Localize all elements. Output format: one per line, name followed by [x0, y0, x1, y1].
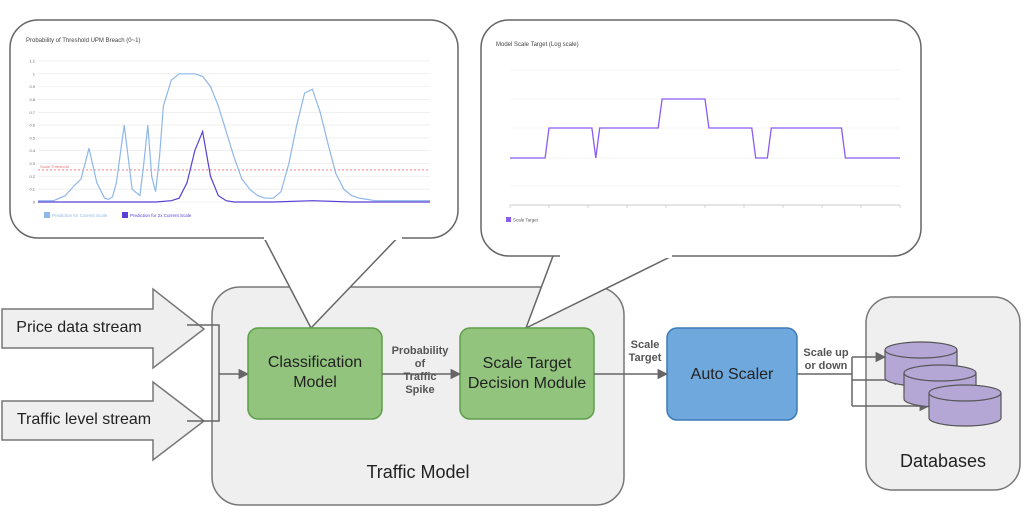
chart1-title: Probability of Threshold UPM Breach (0~1… — [26, 38, 140, 44]
classification-label: Classification Model — [267, 354, 363, 391]
chart1-y-ticks: 0 0.1 0.2 0.3 0.4 0.5 0.6 0.7 0.8 0.9 1 1.1 — [29, 59, 35, 205]
probability-chart: Probability of Threshold UPM Breach (0~1… — [26, 38, 430, 218]
callout-bubble-right — [480, 19, 922, 257]
edge-prob-line-4: Spike — [405, 384, 435, 396]
legend-swatch-current — [44, 212, 50, 218]
legend-swatch-scale-target — [506, 217, 511, 222]
edge-prob-line-1: Probability — [391, 345, 449, 357]
decision-label: Scale Target Decision Module — [467, 355, 587, 392]
scale-target-chart: Model Scale Target (Log scale) Scale Tar… — [496, 42, 901, 223]
threshold-label: Scale Threshold — [40, 164, 69, 169]
traffic-stream-label: Traffic level stream — [16, 411, 152, 428]
edge-scaleup-line-2: or down — [804, 360, 848, 372]
edge-scale-line-2: Target — [628, 352, 662, 364]
chart1-y-tick-label: 1.1 — [29, 59, 35, 64]
chart1-y-tick-label: 0.9 — [29, 84, 35, 89]
price-stream-label: Price data stream — [16, 319, 142, 336]
chart1-y-tick-label: 0.2 — [29, 174, 35, 179]
edge-prob-line-3: Traffic — [403, 371, 437, 383]
chart1-gridlines — [38, 60, 430, 203]
databases-title: Databases — [899, 450, 987, 471]
chart1-y-tick-label: 0.4 — [29, 148, 35, 153]
legend-label-2x: Prediction for 2x Current Scale — [130, 213, 192, 218]
chart1-y-tick-label: 0.5 — [29, 135, 35, 140]
legend-label-current: Prediction for Current Scale — [52, 213, 108, 218]
callout-bubble-left — [9, 19, 459, 239]
chart1-y-tick-label: 0 — [33, 200, 36, 205]
chart1-y-tick-label: 0.7 — [29, 110, 35, 115]
chart1-y-tick-label: 1 — [33, 71, 36, 76]
series-scale-target-line — [510, 98, 900, 159]
chart1-y-tick-label: 0.1 — [29, 187, 35, 192]
traffic-model-title: Traffic Model — [366, 461, 470, 482]
chart1-y-tick-label: 0.3 — [29, 161, 35, 166]
edge-prob-line-2: of — [414, 358, 426, 370]
edge-label-scale-up: Scale up or down — [798, 347, 854, 373]
price-stream-arrow — [1, 287, 206, 370]
chart2-gridlines — [509, 69, 901, 208]
legend-swatch-2x — [122, 212, 128, 218]
series-2x-scale-line — [38, 129, 430, 203]
edge-label-probability: Probability of Traffic Spike — [383, 345, 457, 397]
edge-scaleup-line-1: Scale up — [803, 347, 849, 359]
legend-label-scale-target: Scale Target — [513, 218, 539, 223]
edge-label-scale-target: Scale Target — [620, 339, 670, 365]
chart2-title: Model Scale Target (Log scale) — [496, 42, 579, 48]
edge-scale-line-1: Scale — [630, 339, 660, 351]
series-current-scale-line — [38, 73, 430, 202]
database-cylinder-3 — [928, 384, 1002, 427]
traffic-stream-arrow — [1, 380, 206, 462]
auto-scaler-label: Auto Scaler — [690, 366, 774, 383]
chart1-y-tick-label: 0.8 — [29, 97, 35, 102]
chart1-y-tick-label: 0.6 — [29, 123, 35, 128]
